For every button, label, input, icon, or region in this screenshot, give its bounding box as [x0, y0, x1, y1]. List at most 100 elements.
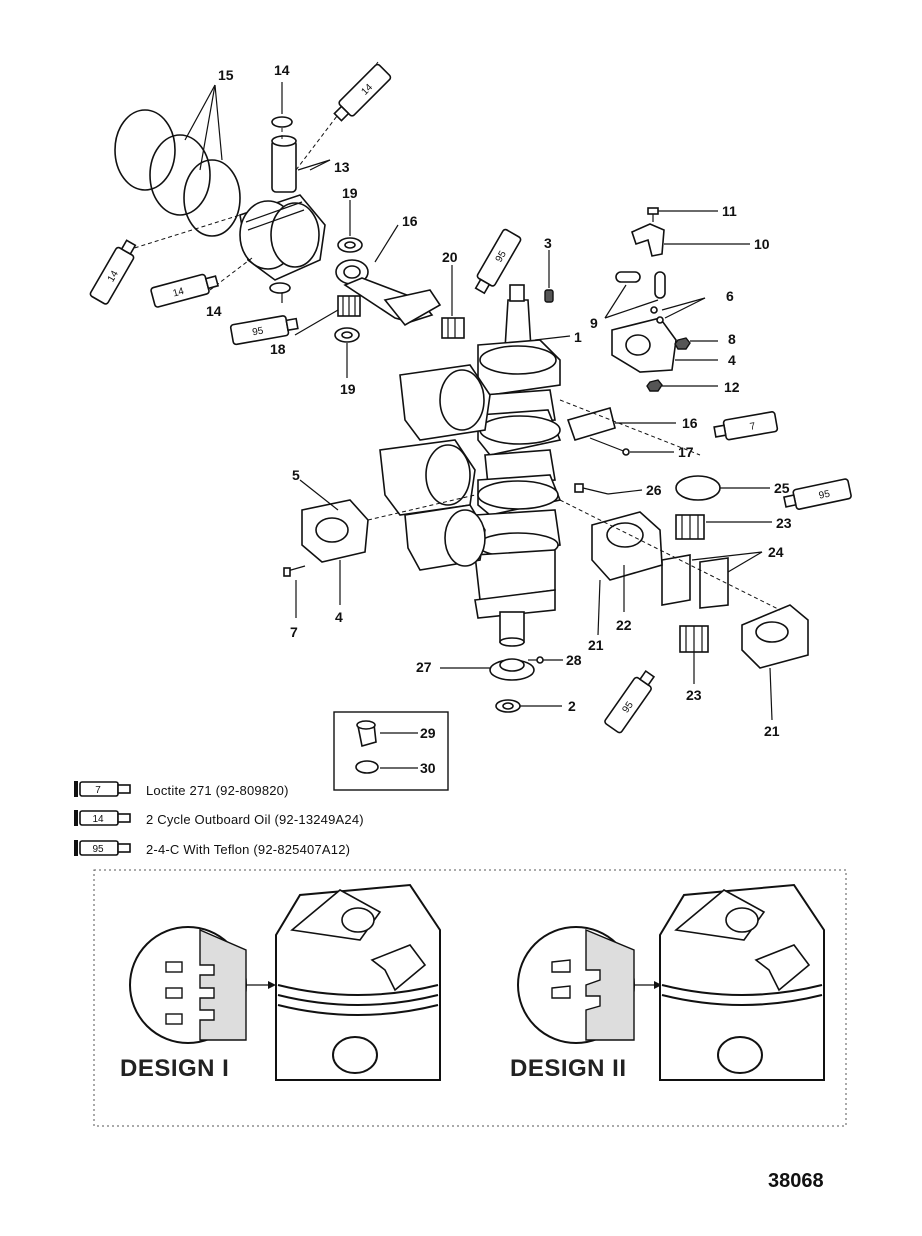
callout-9: 9 [590, 315, 598, 331]
pin-clip-top [271, 116, 293, 128]
svg-text:14: 14 [92, 814, 104, 825]
crankshaft [474, 284, 562, 647]
svg-text:7: 7 [749, 421, 757, 433]
nut-12 [646, 379, 663, 392]
legend-row-loctite: Loctite 271 (92-809820) [74, 779, 289, 801]
legend-row-oil: 2 Cycle Outboard Oil (92-13249A24) [74, 808, 364, 830]
piston-rings [114, 109, 241, 237]
dowel-pins-9 [615, 271, 666, 299]
svg-text:95: 95 [818, 489, 832, 502]
callout-23-bottom: 23 [686, 687, 702, 703]
screw-26 [574, 483, 609, 495]
legend-tube-icon-14: 14 [74, 810, 131, 826]
screw-7 [283, 565, 306, 577]
roller-bearing-23-top [675, 514, 705, 540]
callout-29: 29 [420, 725, 436, 741]
main-bearing-21-right [741, 604, 809, 669]
design-comparison-box [93, 869, 847, 1127]
roller-bearing-23-bottom [679, 625, 709, 653]
legend-tube-icon-7: 7 [74, 781, 131, 797]
callout-21-left: 21 [588, 637, 604, 653]
woodruff-key [544, 289, 554, 303]
seal-25 [675, 475, 721, 501]
sealant-tube-95-rod: 95 [229, 315, 299, 346]
legend-row-grease: 2-4-C With Teflon (92-825407A12) [74, 838, 350, 860]
callout-8: 8 [728, 331, 736, 347]
sealant-tube-95-bottom: 95 [604, 669, 656, 734]
callout-14-bottom: 14 [206, 303, 222, 319]
connecting-rod [335, 259, 442, 327]
callout-4-top: 4 [728, 352, 736, 368]
design-2-label: DESIGN II [510, 1055, 627, 1082]
sealant-tube-14-top: 14 [333, 63, 392, 122]
inset-box [333, 711, 449, 791]
bearing-cap-4-left [301, 499, 369, 563]
main-bearing-21-left [591, 511, 663, 581]
sealant-tube-14-mid: 14 [150, 273, 220, 308]
callout-17: 17 [678, 444, 694, 460]
callout-6: 6 [726, 288, 734, 304]
screw-28 [528, 656, 544, 664]
seal-carrier-27 [489, 658, 535, 681]
thrust-washer-top [337, 237, 363, 253]
svg-text:7: 7 [95, 785, 101, 796]
assembled-piston-1 [399, 364, 491, 441]
callout-5: 5 [292, 467, 300, 483]
sealant-tube-95-right: 95 [783, 478, 852, 510]
seal-2 [495, 699, 521, 713]
callout-22: 22 [616, 617, 632, 633]
design-2-detail-circle [517, 926, 635, 1044]
needle-bearing-rod [337, 295, 361, 317]
design-1-piston [275, 883, 441, 1081]
sealant-tube-14-left: 14 [89, 239, 137, 305]
legend-text-grease: 2-4-C With Teflon (92-825407A12) [146, 841, 351, 857]
oil-line-10 [631, 223, 665, 257]
callout-21-right: 21 [764, 723, 780, 739]
callout-14-top: 14 [274, 62, 290, 78]
callout-18: 18 [270, 341, 286, 357]
callout-12: 12 [724, 379, 740, 395]
callout-4-left: 4 [335, 609, 343, 625]
callout-19-bottom: 19 [340, 381, 356, 397]
callout-11: 11 [722, 203, 737, 219]
legend-tube-icon-95: 95 [74, 840, 131, 856]
callout-20: 20 [442, 249, 458, 265]
callout-13: 13 [334, 159, 350, 175]
design-1-label: DESIGN I [120, 1055, 230, 1082]
callout-23-top: 23 [776, 515, 792, 531]
callout-2: 2 [568, 698, 576, 714]
legend-text-loctite: Loctite 271 (92-809820) [146, 782, 289, 798]
design-2-piston [659, 883, 825, 1081]
callout-28: 28 [566, 652, 582, 668]
svg-text:95: 95 [92, 844, 104, 855]
design-1-detail-circle [129, 926, 247, 1044]
svg-text:14: 14 [106, 269, 121, 285]
sealant-tube-7: 7 [713, 411, 779, 441]
figure-number: 38068 [768, 1170, 824, 1192]
callout-26: 26 [646, 482, 662, 498]
callout-27: 27 [416, 659, 432, 675]
callout-15: 15 [218, 67, 234, 83]
callout-1: 1 [574, 329, 582, 345]
nut-8 [674, 337, 691, 350]
svg-text:95: 95 [494, 249, 509, 265]
callout-24: 24 [768, 544, 784, 560]
rod-cap-16 [566, 407, 616, 441]
callout-25: 25 [774, 480, 790, 496]
sealant-tube-95-top: 95 [474, 228, 522, 295]
bearing-cap-4-top [611, 317, 677, 373]
legend-text-oil: 2 Cycle Outboard Oil (92-13249A24) [146, 811, 364, 827]
svg-text:95: 95 [251, 326, 264, 339]
callout-16-rod: 16 [402, 213, 418, 229]
callout-19-top: 19 [342, 185, 358, 201]
piston [239, 194, 326, 281]
callout-7: 7 [290, 624, 298, 640]
callout-10: 10 [754, 236, 770, 252]
callout-16-cap: 16 [682, 415, 698, 431]
callout-30: 30 [420, 760, 436, 776]
screw-11 [647, 207, 659, 222]
svg-text:14: 14 [172, 286, 186, 300]
assembled-piston-3 [404, 504, 486, 571]
wrist-pin [271, 135, 297, 193]
